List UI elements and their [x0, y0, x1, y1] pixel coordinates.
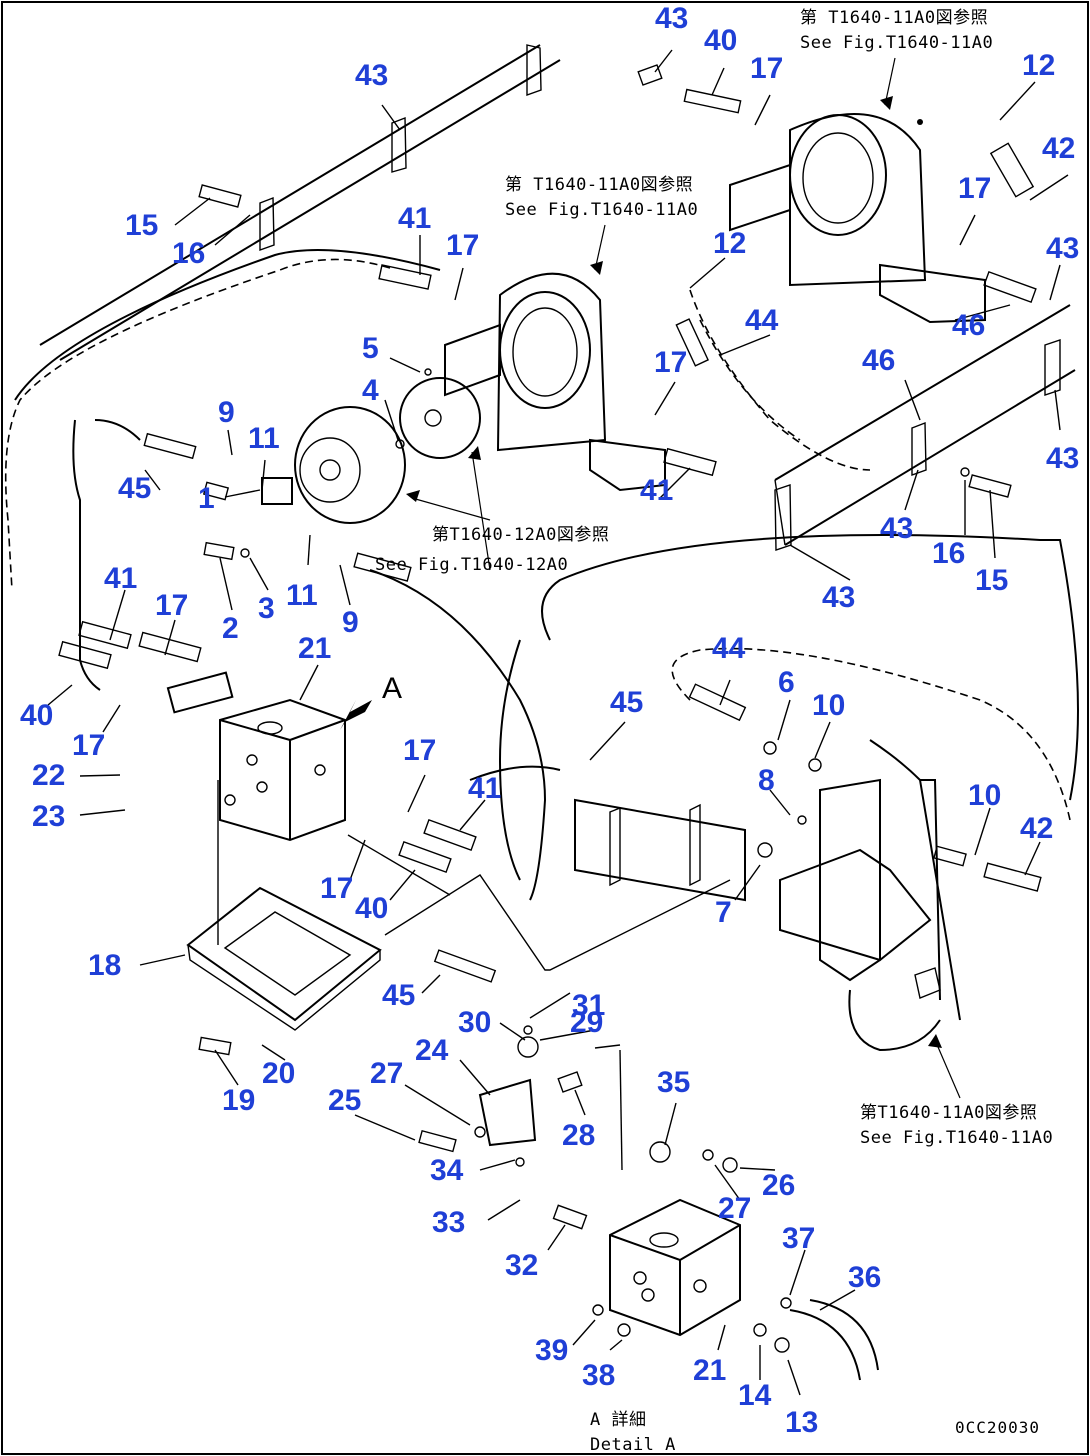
detail-a-jp: A 詳細 — [590, 1410, 646, 1430]
callout-5: 5 — [362, 332, 379, 365]
callout-17: 17 — [320, 872, 353, 905]
callout-10: 10 — [968, 779, 1001, 812]
callout-45: 45 — [610, 686, 643, 719]
callout-43: 43 — [1046, 442, 1079, 475]
callout-15: 15 — [125, 209, 158, 242]
callout-12: 12 — [713, 227, 746, 260]
callout-7: 7 — [715, 896, 732, 929]
callout-41: 41 — [398, 202, 431, 235]
callout-20: 20 — [262, 1057, 295, 1090]
callout-29: 29 — [570, 1006, 603, 1039]
callout-24: 24 — [415, 1034, 449, 1067]
callout-17: 17 — [654, 346, 687, 379]
ref-note-mid-en: See Fig.T1640-11A0 — [505, 200, 698, 220]
callout-45: 45 — [118, 472, 151, 505]
callout-23: 23 — [32, 800, 65, 833]
callout-3: 3 — [258, 592, 275, 625]
detail-a-en: Detail A — [590, 1435, 676, 1455]
callout-44: 44 — [745, 304, 779, 337]
callout-32: 32 — [505, 1249, 538, 1282]
callout-16: 16 — [172, 237, 205, 270]
callout-22: 22 — [32, 759, 65, 792]
callout-43: 43 — [655, 2, 688, 35]
ref-note-top-right-en: See Fig.T1640-11A0 — [800, 33, 993, 53]
callout-17: 17 — [958, 172, 991, 205]
ref-note-motor-en: See Fig.T1640-12A0 — [375, 555, 568, 575]
callout-46: 46 — [952, 309, 985, 342]
callout-37: 37 — [782, 1222, 815, 1255]
callout-leaders — [47, 49, 1069, 1396]
callout-27: 27 — [718, 1192, 751, 1225]
callout-39: 39 — [535, 1334, 568, 1367]
callout-21: 21 — [693, 1354, 726, 1387]
callout-38: 38 — [582, 1359, 615, 1392]
ref-note-bottom-en: See Fig.T1640-11A0 — [860, 1128, 1053, 1148]
callout-2: 2 — [222, 612, 239, 645]
callout-46: 46 — [862, 344, 895, 377]
callout-9: 9 — [342, 606, 359, 639]
callout-21: 21 — [298, 632, 331, 665]
callout-40: 40 — [355, 892, 388, 925]
callout-40: 40 — [704, 24, 737, 57]
callout-11: 11 — [286, 579, 318, 612]
callout-41: 41 — [104, 562, 137, 595]
callout-16: 16 — [932, 537, 965, 570]
callout-13: 13 — [785, 1406, 818, 1439]
callout-42: 42 — [1042, 132, 1075, 165]
callout-17: 17 — [403, 734, 436, 767]
callout-18: 18 — [88, 949, 121, 982]
callout-43: 43 — [880, 512, 913, 545]
callout-27: 27 — [370, 1057, 403, 1090]
callout-34: 34 — [430, 1154, 464, 1187]
callout-43: 43 — [1046, 232, 1079, 265]
ref-note-motor-jp: 第T1640-12A0図参照 — [432, 525, 609, 545]
linework — [4, 44, 1079, 1381]
callout-19: 19 — [222, 1084, 255, 1117]
callout-36: 36 — [848, 1261, 881, 1294]
callout-14: 14 — [738, 1379, 772, 1412]
callout-43: 43 — [822, 581, 855, 614]
ref-note-top-right-jp: 第 T1640-11A0図参照 — [800, 8, 988, 28]
callout-17: 17 — [72, 729, 105, 762]
callout-4: 4 — [362, 374, 379, 407]
ref-note-mid-jp: 第 T1640-11A0図参照 — [505, 175, 693, 195]
callout-17: 17 — [446, 229, 479, 262]
callout-17: 17 — [155, 589, 188, 622]
drawing-code: 0CC20030 — [955, 1418, 1040, 1437]
view-letter-a: A — [382, 672, 402, 705]
callout-43: 43 — [355, 59, 388, 92]
ref-note-bottom-jp: 第T1640-11A0図参照 — [860, 1103, 1037, 1123]
callout-25: 25 — [328, 1084, 361, 1117]
callout-1: 1 — [198, 482, 215, 515]
callout-31: 31 — [572, 989, 605, 1022]
callout-9: 9 — [218, 396, 235, 429]
callout-6: 6 — [778, 666, 795, 699]
callout-35: 35 — [657, 1066, 690, 1099]
callout-41: 41 — [640, 474, 673, 507]
reference-notes: 第 T1640-11A0図参照 See Fig.T1640-11A0 第 T16… — [375, 8, 1053, 1455]
callout-11: 11 — [248, 422, 280, 455]
callout-41: 41 — [468, 772, 501, 805]
callout-30: 30 — [458, 1006, 491, 1039]
callout-26: 26 — [762, 1169, 795, 1202]
callout-42: 42 — [1020, 812, 1053, 845]
callout-45: 45 — [382, 979, 415, 1012]
callout-numbers: 43 40 17 12 42 43 15 16 41 17 12 17 43 4… — [20, 2, 1079, 1439]
callout-10: 10 — [812, 689, 845, 722]
callout-17: 17 — [750, 52, 783, 85]
callout-44: 44 — [712, 632, 746, 665]
callout-33: 33 — [432, 1206, 465, 1239]
callout-40: 40 — [20, 699, 53, 732]
callout-8: 8 — [758, 764, 775, 797]
callout-28: 28 — [562, 1119, 595, 1152]
callout-12: 12 — [1022, 49, 1055, 82]
callout-15: 15 — [975, 564, 1008, 597]
